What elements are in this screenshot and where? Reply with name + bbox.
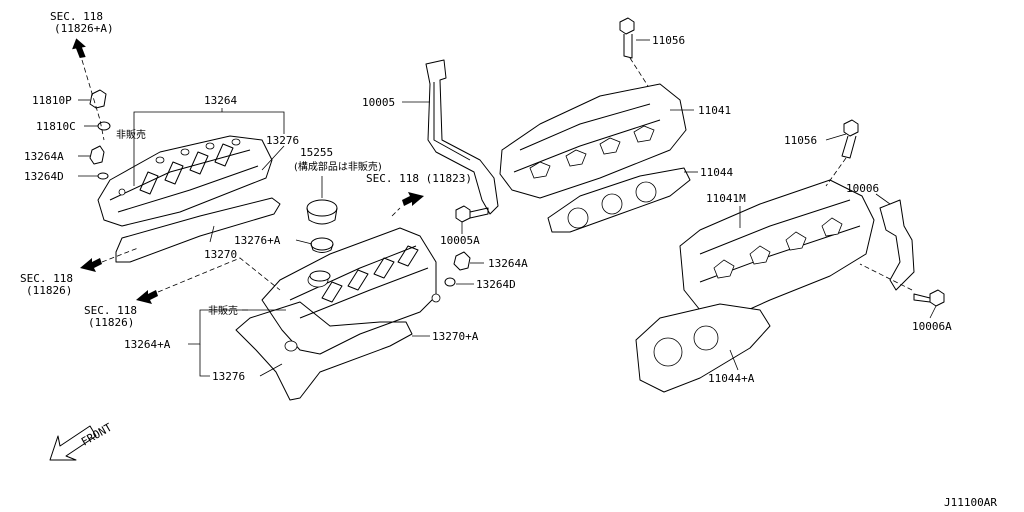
seal-11810C [97, 121, 111, 131]
leader-lines [78, 39, 937, 377]
grommet-13264A-right [453, 251, 471, 271]
cylinder-head-11041M [679, 179, 875, 319]
bracket-10005 [425, 59, 499, 215]
washer-13264D-left [97, 172, 109, 180]
dash-left-sec2 [157, 257, 281, 293]
head-bolt-top [619, 17, 635, 59]
oil-filler-cap [306, 199, 338, 282]
sensor-11810P [89, 89, 107, 109]
label-front: FRONT [79, 421, 115, 449]
label-13264A-left: 13264A [24, 150, 64, 163]
label-10005: 10005 [362, 96, 395, 109]
label-hihanbai-1: 非販売 [116, 128, 146, 141]
label-11056-right: 11056 [784, 134, 817, 147]
label-10006A: 10006A [912, 320, 952, 333]
label-11056-top: 11056 [652, 34, 685, 47]
label-13264D-left: 13264D [24, 170, 64, 183]
dash-mid-sec [391, 207, 401, 217]
label-13276A: 13276+A [234, 234, 281, 247]
label-15255-note: (構成部品は非販売) [294, 160, 382, 173]
label-10006: 10006 [846, 182, 879, 195]
label-sec118-left2-sub: (11826) [88, 316, 134, 329]
label-sec118-left1: SEC. 118 [20, 272, 73, 285]
label-13264A-plus: 13264+A [124, 338, 171, 351]
bolt-10005A [455, 205, 489, 223]
gasket-center [235, 301, 413, 401]
label-15255: 15255 [300, 146, 333, 159]
label-13264D-right: 13264D [476, 278, 516, 291]
label-11044: 11044 [700, 166, 733, 179]
label-13264: 13264 [204, 94, 237, 107]
label-sec118-left2: SEC. 118 [84, 304, 137, 317]
head-bolt-right [841, 119, 859, 159]
dash-bolt-top [629, 57, 649, 87]
label-hihanbai-2: 非販売 [208, 304, 238, 317]
label-13264A-right: 13264A [488, 257, 528, 270]
label-sec118-top-sub: (11826+A) [54, 22, 114, 35]
bracket-10006 [879, 199, 915, 291]
label-sec118-top: SEC. 118 [50, 10, 103, 23]
rocker-cover-left [97, 135, 273, 227]
head-gasket-11044 [547, 167, 691, 233]
label-11044A: 11044+A [708, 372, 755, 385]
front-arrow-icon [49, 425, 97, 461]
rocker-cover-center [261, 227, 441, 355]
label-11041M: 11041M [706, 192, 746, 205]
head-gasket-11044A [635, 303, 771, 393]
label-11810C: 11810C [36, 120, 76, 133]
label-13270A: 13270+A [432, 330, 479, 343]
diagram-id: J11100AR [944, 496, 997, 509]
grommet-13264A-left [89, 145, 105, 165]
label-13270: 13270 [204, 248, 237, 261]
label-13276-bottom: 13276 [212, 370, 245, 383]
sec-arrow-left2 [136, 290, 158, 304]
cylinder-head-11041 [499, 83, 687, 199]
sec-arrow-left1 [80, 258, 102, 272]
label-11041: 11041 [698, 104, 731, 117]
label-sec118-left1-sub: (11826) [26, 284, 72, 297]
dash-left-sec1 [101, 247, 139, 263]
label-10005A: 10005A [440, 234, 480, 247]
washer-13264D-right [444, 277, 456, 287]
dash-10006A [859, 263, 913, 291]
bolt-10006A [913, 289, 945, 307]
label-13276-top: 13276 [266, 134, 299, 147]
dash-top-sensor [81, 59, 105, 141]
sec-arrow-mid [402, 192, 424, 206]
gasket-left [115, 197, 281, 263]
dash-bolt-right [825, 157, 847, 187]
label-11810P: 11810P [32, 94, 72, 107]
sec-arrow-top [72, 38, 86, 59]
label-sec118-mid: SEC. 118 (11823) [366, 172, 472, 185]
